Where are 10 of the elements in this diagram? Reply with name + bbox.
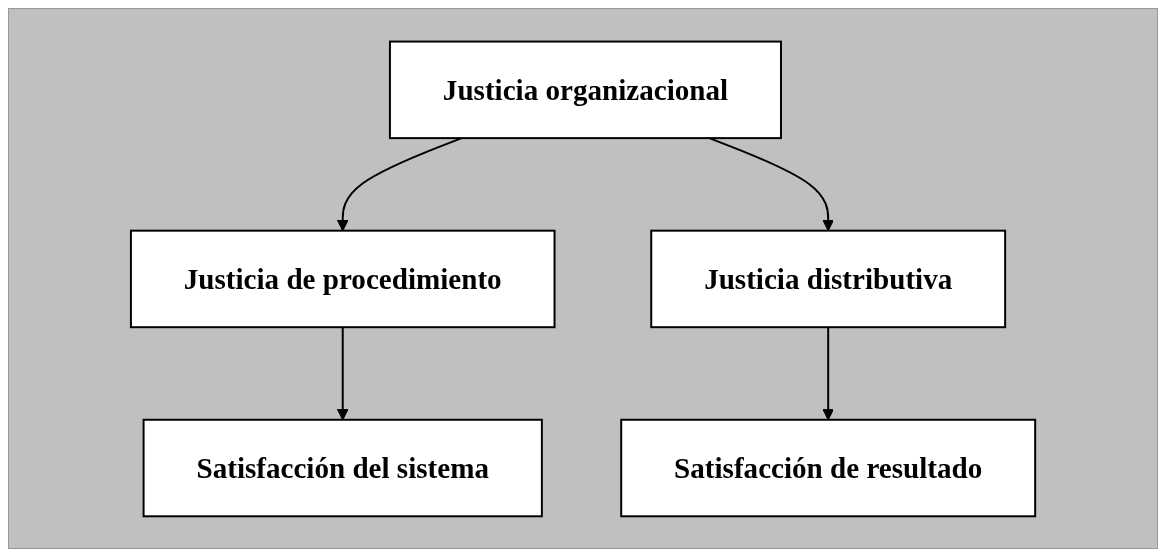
arrow [336, 136, 463, 231]
arrow [822, 325, 834, 420]
node-box [650, 229, 1007, 328]
diagram-background: Justicia organizacional Justicia de procedimiento Justicia distributiva Satisfacción del sistema Satisfacción de resultado [8, 8, 1158, 549]
node-box [620, 418, 1037, 517]
node-box [388, 40, 782, 139]
node-box [142, 418, 543, 517]
arrow [336, 325, 349, 420]
arrow [708, 136, 834, 231]
node-box [129, 229, 556, 328]
